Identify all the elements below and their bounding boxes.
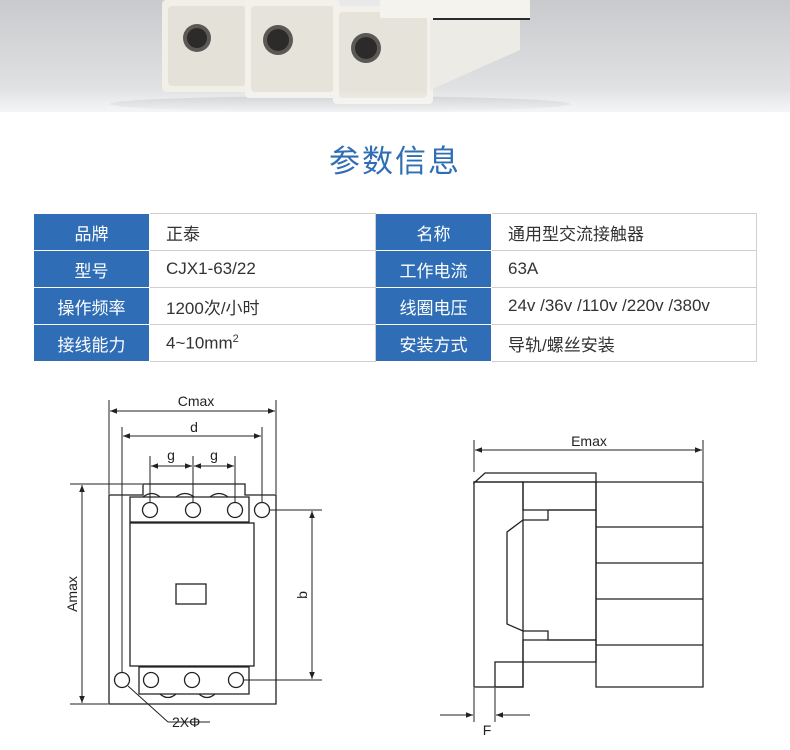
spec-label: 型号 xyxy=(33,250,150,288)
spec-label: 名称 xyxy=(375,213,492,251)
spec-label: 安装方式 xyxy=(375,324,492,362)
spec-value: 正泰 xyxy=(149,213,376,251)
spec-value: 63A xyxy=(491,250,757,288)
front-view-drawing xyxy=(108,483,277,705)
dim-label-g: g xyxy=(167,447,175,463)
spec-label: 操作频率 xyxy=(33,287,150,325)
spec-value: CJX1-63/22 xyxy=(149,250,376,288)
hole-note-label: 2XΦ xyxy=(172,714,200,730)
spec-value: 24v /36v /110v /220v /380v xyxy=(491,287,757,325)
spec-row: 品牌 正泰 名称 通用型交流接触器 xyxy=(33,213,757,251)
photo-fade xyxy=(0,90,790,112)
spec-label: 工作电流 xyxy=(375,250,492,288)
dim-label-b: b xyxy=(294,591,310,599)
spec-row: 接线能力 4~10mm2 安装方式 导轨/螺丝安装 xyxy=(33,324,757,362)
spec-row: 型号 CJX1-63/22 工作电流 63A xyxy=(33,250,757,288)
spec-table: 品牌 正泰 名称 通用型交流接触器 型号 CJX1-63/22 工作电流 63A… xyxy=(33,213,757,362)
front-dimension-lines xyxy=(70,400,322,723)
spec-value: 4~10mm xyxy=(166,333,233,353)
dim-label-cmax: Cmax xyxy=(178,393,215,409)
product-photo xyxy=(0,0,790,112)
spec-row: 操作频率 1200次/小时 线圈电压 24v /36v /110v /220v … xyxy=(33,287,757,325)
dim-label-g: g xyxy=(210,447,218,463)
section-title: 参数信息 xyxy=(329,144,461,180)
spec-value: 导轨/螺丝安装 xyxy=(491,324,757,362)
dimension-drawings: Cmax d g g Amax b 2XΦ Emax F xyxy=(64,393,704,738)
spec-value: 1200次/小时 xyxy=(149,287,376,325)
side-view-drawing xyxy=(473,472,704,688)
spec-label: 品牌 xyxy=(33,213,150,251)
spec-value: 通用型交流接触器 xyxy=(491,213,757,251)
side-dimension-lines xyxy=(440,440,704,722)
spec-label: 线圈电压 xyxy=(375,287,492,325)
dim-label-emax: Emax xyxy=(571,433,607,449)
spec-value-superscript: 2 xyxy=(232,332,239,345)
dim-label-f: F xyxy=(483,722,492,738)
dim-label-amax: Amax xyxy=(64,576,80,612)
spec-value-cell: 4~10mm2 xyxy=(149,324,376,362)
spec-label: 接线能力 xyxy=(33,324,150,362)
dim-label-d: d xyxy=(190,419,198,435)
